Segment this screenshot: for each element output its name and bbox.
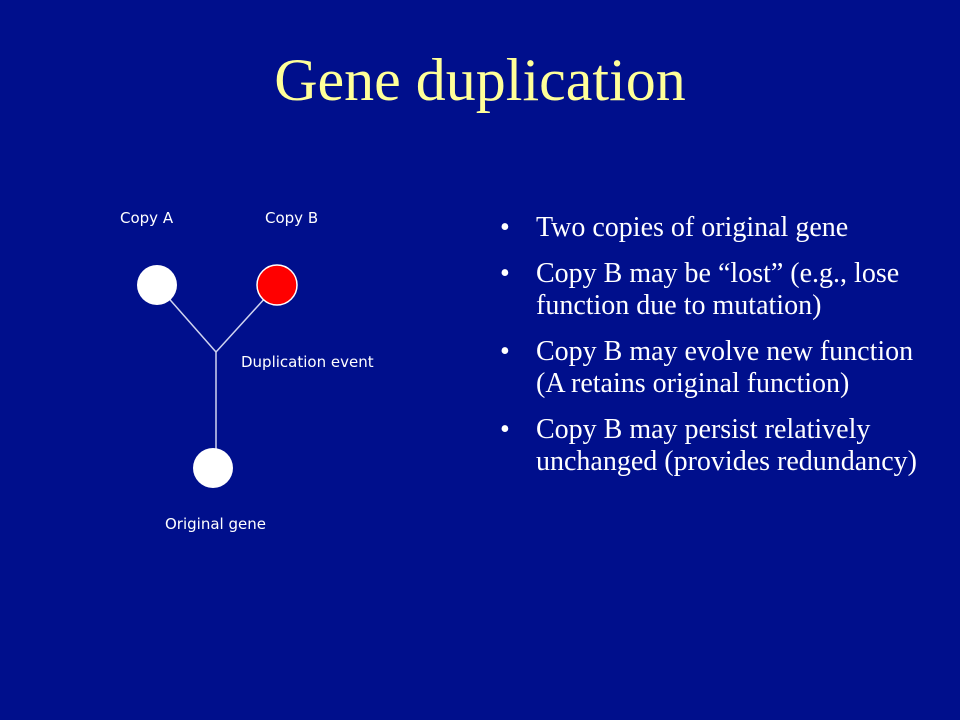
bullet-text: Copy B may evolve new function (A retain… bbox=[536, 336, 914, 399]
bullet-item: • Copy B may persist relatively unchanged… bbox=[500, 414, 920, 478]
bullet-item: • Two copies of original gene bbox=[500, 212, 920, 244]
bullet-item: • Copy B may be “lost” (e.g., lose functi… bbox=[500, 258, 920, 322]
copy-b-label: Copy B bbox=[265, 209, 318, 227]
copy-b-node bbox=[256, 264, 298, 306]
bullet-text: Two copies of original gene bbox=[536, 212, 849, 243]
bullet-marker: • bbox=[500, 336, 510, 367]
bullet-list: • Two copies of original gene • Copy B may… bbox=[500, 212, 920, 492]
original-gene-label: Original gene bbox=[165, 515, 266, 533]
copy-a-node bbox=[137, 265, 177, 305]
bullet-marker: • bbox=[500, 414, 510, 445]
bullet-text: Copy B may persist relatively unchanged … bbox=[536, 414, 917, 477]
duplication-event-label: Duplication event bbox=[241, 353, 374, 371]
bullet-marker: • bbox=[500, 212, 510, 243]
bullet-text: Copy B may be “lost” (e.g., lose functio… bbox=[536, 258, 900, 321]
slide-title: Gene duplication bbox=[274, 47, 686, 113]
original-gene-node bbox=[193, 448, 233, 488]
copy-a-label: Copy A bbox=[120, 209, 174, 227]
bullet-marker: • bbox=[500, 258, 510, 289]
bullet-item: • Copy B may evolve new function (A retai… bbox=[500, 336, 920, 400]
